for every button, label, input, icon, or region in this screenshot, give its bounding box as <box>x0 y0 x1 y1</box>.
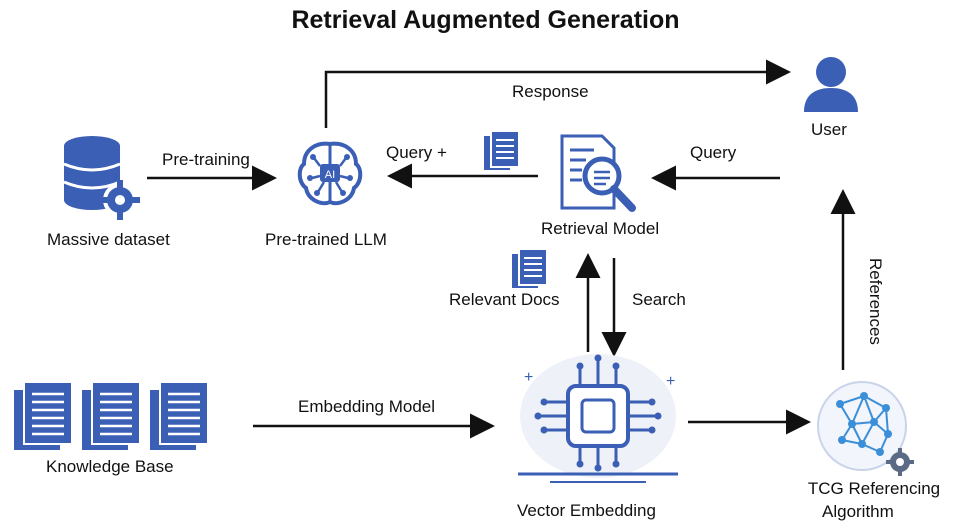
chip-icon: + + <box>510 346 686 486</box>
documents-icon <box>12 380 222 452</box>
massive-dataset-label: Massive dataset <box>47 230 170 249</box>
query-label: Query <box>690 143 737 162</box>
svg-text:+: + <box>524 369 533 386</box>
ai-brain-icon: AI <box>294 138 366 210</box>
documents-icon <box>482 130 522 172</box>
relevant-docs-label: Relevant Docs <box>449 290 560 309</box>
pretraining-label: Pre-training <box>162 150 250 169</box>
retrieval-model-label: Retrieval Model <box>541 219 660 238</box>
response-label: Response <box>512 82 589 101</box>
user-label: User <box>811 120 847 139</box>
query-plus-label: Query + <box>386 143 447 162</box>
network-gear-icon <box>812 378 916 476</box>
database-gear-icon <box>58 132 140 222</box>
user-icon <box>802 56 860 112</box>
document-search-icon <box>556 134 640 216</box>
tcg-label-line2: Algorithm <box>822 502 894 521</box>
references-label: References <box>866 258 885 345</box>
svg-text:+: + <box>666 373 675 390</box>
knowledge-base-label: Knowledge Base <box>46 457 174 476</box>
search-label: Search <box>632 290 686 309</box>
tcg-label-line1: TCG Referencing <box>807 479 941 498</box>
pretrained-llm-label: Pre-trained LLM <box>265 230 387 249</box>
diagram-title: Retrieval Augmented Generation <box>291 6 680 34</box>
documents-icon <box>510 248 550 290</box>
vector-embedding-label: Vector Embedding <box>517 501 656 520</box>
response-arrow <box>324 59 791 128</box>
svg-text:AI: AI <box>325 169 335 181</box>
embedding-model-label: Embedding Model <box>298 397 436 416</box>
